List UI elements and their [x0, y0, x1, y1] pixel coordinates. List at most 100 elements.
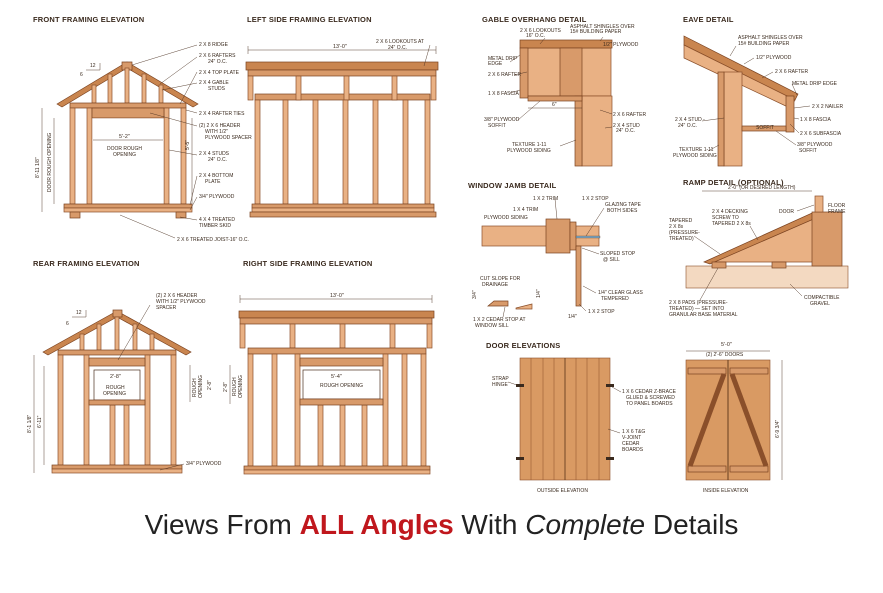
- rear-stud: [170, 354, 177, 466]
- rear-ridge: [112, 309, 123, 318]
- window-detail-drawing: 1 X 2 TRIM 1 X 4 TRIM PLYWOOD SIDING 1 X…: [472, 196, 644, 329]
- left-width-dim: 13'-0": [333, 44, 347, 50]
- right-lookout: [239, 323, 246, 349]
- ramp-length: 2'-0" (OR DESIRED LENGTH): [728, 185, 796, 191]
- rear-bottom-plate: [51, 464, 183, 470]
- eave-detail-title: EAVE DETAIL: [683, 15, 734, 24]
- window-stop: [569, 221, 577, 251]
- door-outside-label: OUTSIDE ELEVATION: [537, 488, 588, 494]
- rear-gable-stud: [96, 323, 102, 351]
- z-brace-bottom: [687, 465, 727, 473]
- eave-stud-1: 2 X 4 STUD -: [675, 117, 705, 123]
- gable-stud: [124, 67, 130, 104]
- ramp-pads-2: TREATED) — SET INTO: [669, 306, 724, 312]
- rear-opening-width: 2'-8": [110, 374, 121, 380]
- wall-stud: [163, 107, 170, 205]
- window-stop2: 1 X 2 STOP: [588, 309, 615, 315]
- right-lookout: [389, 323, 396, 349]
- rear-dim-side: 2'-8": [207, 380, 213, 390]
- gable-soffit: [527, 95, 583, 102]
- left-stud: [254, 99, 261, 205]
- front-studs-2: 24" O.C.: [208, 157, 227, 163]
- front-bottom-1: 2 X 4 BOTTOM: [199, 173, 233, 179]
- rear-gable-stud: [132, 323, 138, 351]
- right-stud: [247, 353, 254, 467]
- eave-shingles-2: 15# BUILDING PAPER: [738, 41, 790, 47]
- ramp-door: [814, 195, 824, 213]
- door-tg-4: BOARDS: [622, 447, 644, 453]
- strap-hinge: [516, 457, 524, 460]
- front-studs-1: 2 X 4 STUDS: [199, 151, 230, 157]
- eave-soffit: SOFFIT: [756, 125, 774, 131]
- framing-plans-sheet: FRONT FRAMING ELEVATION LEFT SIDE FRAMIN…: [27, 15, 849, 494]
- left-bottom-plate: [251, 203, 435, 209]
- strap-hinge: [606, 384, 614, 387]
- left-lookouts-2: 24" O.C.: [388, 45, 407, 51]
- gable-detail-title: GABLE OVERHANG DETAIL: [482, 15, 587, 24]
- front-elevation-drawing: 12 6 5'-2" DOOR ROUGH OPENING 8'-11 1/8"…: [35, 42, 252, 243]
- right-stud: [420, 353, 427, 467]
- front-skid: [175, 211, 187, 219]
- caption-part1: Views From: [144, 509, 300, 540]
- rear-header-1: (2) 2 X 6 HEADER: [156, 293, 198, 299]
- window-glass-1: 1/4" CLEAR GLASS: [598, 290, 644, 296]
- front-rafters-oc: 24" O.C.: [208, 59, 227, 65]
- rear-floor: [51, 468, 183, 474]
- rear-header-2: WITH 1/2" PLYWOOD: [156, 299, 206, 305]
- right-side-rough-1: ROUGH: [232, 377, 238, 396]
- ramp-floor-1: FLOOR: [828, 203, 846, 209]
- door-width: 5'-0": [721, 342, 732, 348]
- door-tg-2: V-JOINT: [622, 435, 641, 441]
- z-brace-top: [687, 367, 727, 375]
- eave-detail-drawing: ASPHALT SHINGLES OVER 15# BUILDING PAPER…: [673, 35, 844, 167]
- rear-stud: [144, 354, 151, 466]
- left-lookout: [343, 75, 350, 101]
- gable-roof: [519, 39, 613, 49]
- left-roof-edge: [245, 61, 439, 71]
- rear-height: 8'-1 1/8": [27, 414, 33, 433]
- right-lookout: [289, 323, 296, 349]
- ramp-gravel: [685, 265, 849, 289]
- door-strap-2: HINGE: [492, 382, 509, 388]
- gable-plywood: 1/2" PLYWOOD: [603, 42, 639, 48]
- right-bottom-plate: [243, 465, 431, 471]
- right-framing-title: RIGHT SIDE FRAMING ELEVATION: [243, 259, 373, 268]
- door-elevations-drawing: STRAP HINGE 1 X 6 CEDAR Z-BRACE GLUED & …: [492, 342, 783, 494]
- gable-shingles-2: 15# BUILDING PAPER: [570, 29, 622, 35]
- eave-siding: [717, 71, 725, 167]
- right-stud: [382, 353, 389, 467]
- right-window-opening: [302, 369, 381, 400]
- ramp-gravel-1: COMPACTIBLE: [804, 295, 840, 301]
- ramp-floor-frame: [811, 211, 843, 267]
- rear-sill: [88, 399, 146, 406]
- front-skid: [69, 211, 81, 219]
- right-side-dim: 2'-8": [223, 382, 229, 392]
- door-zbrace-2: GLUED & SCREWED: [626, 395, 675, 401]
- door-tg-1: 1 X 6 T&G: [622, 429, 645, 435]
- gable-rafter-label: 2 X 6 RAFTER: [488, 72, 521, 78]
- left-stud: [402, 99, 409, 205]
- window-dim-34: 3/4": [472, 290, 478, 299]
- rear-stud: [57, 354, 64, 466]
- left-lookouts-1: 2 X 6 LOOKOUTS AT: [376, 39, 424, 45]
- gable-rafter-r: 2 X 6 RAFTER: [613, 112, 646, 118]
- eave-soffit-r-2: SOFFIT: [799, 148, 817, 154]
- right-elevation-drawing: 13'-0" 5'-4" ROUGH OPENING: [223, 293, 435, 475]
- wall-stud: [69, 107, 76, 205]
- window-sloped-2: @ SILL: [603, 257, 620, 263]
- front-right-dim: 5'-5": [185, 140, 191, 150]
- front-bottom-2: PLATE: [205, 179, 221, 185]
- caption-part2: With: [453, 509, 526, 540]
- gable-soffit-2: SOFFIT: [488, 123, 506, 129]
- front-gable-studs-2: STUDS: [208, 86, 226, 92]
- ramp-decking-2: SCREW TO: [712, 215, 739, 221]
- rear-height2: 6'-11": [37, 415, 43, 428]
- right-stud: [317, 404, 324, 467]
- ramp-decking-3: TAPERED 2 X 8s: [712, 221, 751, 227]
- ramp-detail-title: RAMP DETAIL (OPTIONAL): [683, 178, 784, 187]
- gable-stud: [158, 84, 164, 104]
- rear-side-rough-2: OPENING: [198, 375, 204, 398]
- gable-shingles-1: ASPHALT SHINGLES OVER: [570, 24, 635, 30]
- window-dim-q: 1/4": [568, 314, 577, 320]
- gable-drip-2: EDGE: [488, 61, 503, 67]
